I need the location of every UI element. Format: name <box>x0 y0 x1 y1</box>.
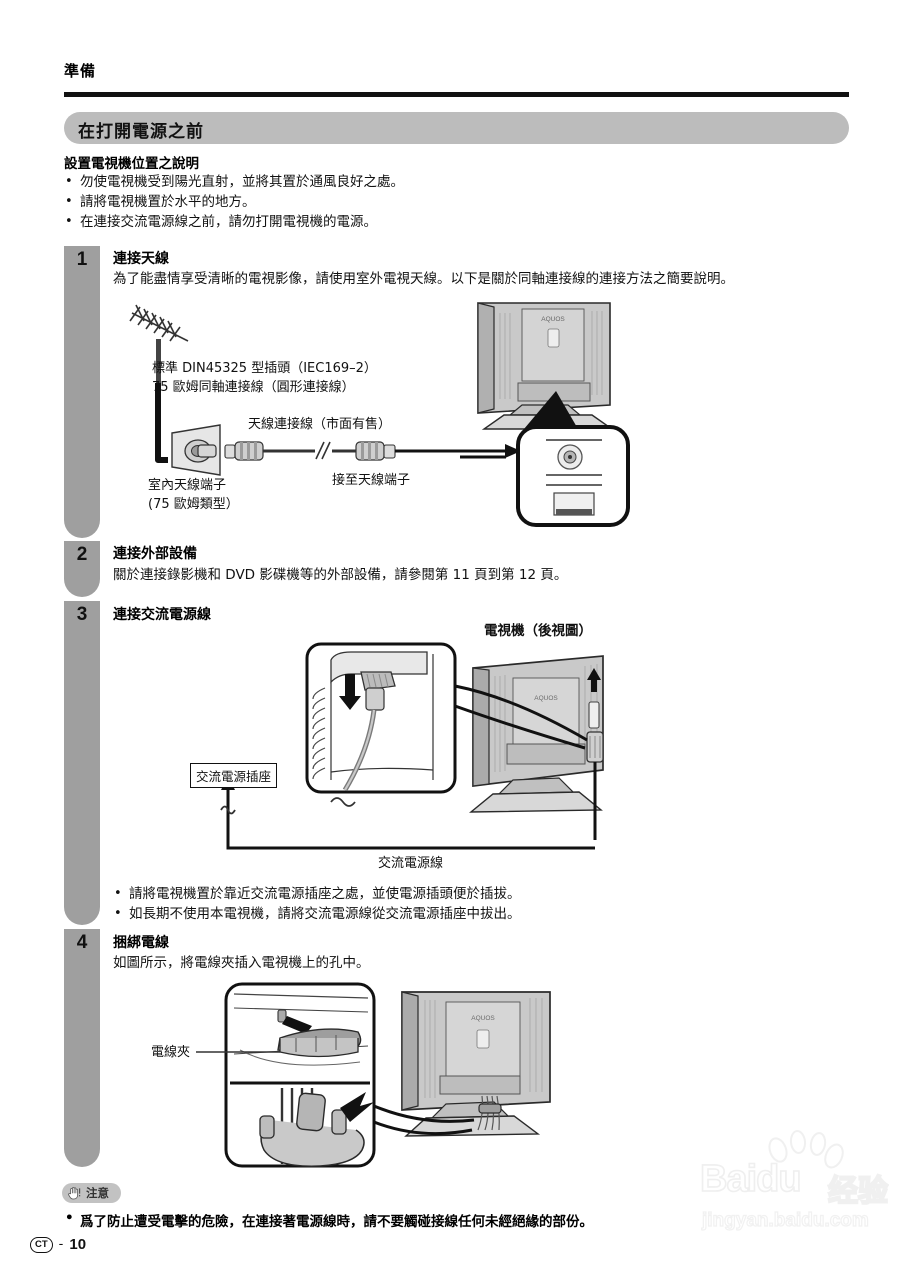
footer-dash: - <box>58 1237 64 1252</box>
baidu-watermark: Baidu 经验 jingyan.baidu.com <box>699 1130 905 1263</box>
intro-heading: 設置電視機位置之說明 <box>64 156 199 172</box>
wall-terminal-label-line2: (75 歐姆類型） <box>148 497 239 512</box>
ac-plug <box>342 671 396 792</box>
wrap-arrow <box>340 1092 374 1122</box>
connect-to-antenna-terminal-label: 接至天線端子 <box>332 473 411 488</box>
arrow-head <box>505 444 521 458</box>
step-number-3: 3 <box>76 604 88 625</box>
step-body-1: 為了能盡情享受清晰的電視影像，請使用室外電視天線。以下是關於同軸連接線的連接方法… <box>113 271 734 287</box>
step-number-1: 1 <box>76 249 88 270</box>
ac-power-cord-label: 交流電源線 <box>378 856 444 871</box>
caution-text: 爲了防止遭受電擊的危險，在連接著電源線時，請不要觸碰接線任何未經絕緣的部份。 <box>64 1210 824 1230</box>
watermark-brand: Baidu <box>699 1157 802 1201</box>
insert-arrow-diagonal <box>282 1016 312 1034</box>
wall-antenna-terminal <box>171 424 221 476</box>
cable-break-symbol <box>315 441 331 460</box>
step-title-4: 捆綁電線 <box>113 935 169 951</box>
page-footer: CT - 10 <box>30 1236 86 1253</box>
step-rail-2: 2 <box>64 541 100 597</box>
step-title-1: 連接天線 <box>113 251 169 267</box>
clamp-tab <box>277 1009 287 1023</box>
step-rail-4: 4 <box>64 929 100 1167</box>
caution-badge: 注意 <box>62 1183 121 1203</box>
step-body-4: 如圖所示，將電線夾插入電視機上的孔中。 <box>113 955 370 971</box>
tv-brand-label: AQUOS <box>534 695 558 702</box>
callout-leader-step4 <box>373 1104 475 1123</box>
wall-terminal-label-line1: 室內天線端子 <box>148 478 227 493</box>
step-rail-1: 1 <box>64 246 100 538</box>
cable-clamp-body <box>277 1028 362 1058</box>
intro-bullet: 請將電視機置於水平的地方。 <box>64 192 824 212</box>
ac-power-connection-diagram: AQUOS <box>220 642 604 850</box>
insert-arrow-up <box>339 674 361 710</box>
hand-warning-icon <box>68 1187 81 1200</box>
step-title-2: 連接外部設備 <box>113 546 197 562</box>
plug-spec-label-line2: 75 歐姆同軸連接線（圓形連接線） <box>152 380 355 395</box>
section-title-label: 在打開電源之前 <box>78 122 204 142</box>
ac-wave-symbol <box>220 805 236 815</box>
callout-leader-upper <box>454 684 588 742</box>
intro-bullet: 在連接交流電源線之前，請勿打開電視機的電源。 <box>64 212 824 232</box>
cord-break-symbol <box>330 797 356 807</box>
insert-arrow-up-tv <box>587 668 601 692</box>
cable-clamp-label: 電線夾 <box>151 1045 191 1060</box>
coax-plug-left <box>224 441 264 461</box>
ac-cord-route <box>226 834 595 850</box>
intro-bullet-list: 勿使電視機受到陽光直射，並將其置於通風良好之處。 請將電視機置於水平的地方。 在… <box>64 172 824 232</box>
installed-clamp <box>478 1103 502 1114</box>
step-number-4: 4 <box>76 932 88 953</box>
step3-bullets: 請將電視機置於靠近交流電源插座之處，並使電源插頭便於插拔。 如長期不使用本電視機… <box>113 884 813 924</box>
wall-outlet-illustration <box>312 651 434 780</box>
tv-ac-inlet <box>586 668 604 840</box>
intro-bullet: 勿使電視機受到陽光直射，並將其置於通風良好之處。 <box>64 172 824 192</box>
coax-plug-right <box>355 441 396 461</box>
terminal-zoom-box <box>516 425 630 527</box>
cable-clamp-diagram: AQUOS <box>196 982 551 1168</box>
tv-antenna-icon <box>129 304 189 342</box>
ac-outlet-label: 交流電源插座 <box>190 763 278 788</box>
step-title-3: 連接交流電源線 <box>113 607 211 623</box>
plug-spec-label-line1: 標準 DIN45325 型插頭（IEC169–2） <box>152 361 377 376</box>
tv-brand-label: AQUOS <box>471 1015 495 1022</box>
step3-bullet: 請將電視機置於靠近交流電源插座之處，並使電源插頭便於插拔。 <box>113 884 813 904</box>
tv-rear-illustration-step1: AQUOS <box>460 302 630 527</box>
caution-badge-label: 注意 <box>86 1186 109 1200</box>
callout-leader-step4b <box>373 1120 473 1136</box>
page-number: 10 <box>69 1236 87 1253</box>
clamp-insert-detail <box>233 993 369 1066</box>
step3-bullet: 如長期不使用本電視機，請將交流電源線從交流電源插座中拔出。 <box>113 904 813 924</box>
watermark-brand-cn: 经验 <box>827 1173 889 1210</box>
antenna-cable-label: 天線連接線（市面有售） <box>248 417 392 432</box>
baidu-paw-icon <box>768 1130 844 1169</box>
region-code-badge: CT <box>30 1236 53 1253</box>
tv-brand-label: AQUOS <box>541 316 565 323</box>
header-rule <box>64 92 849 97</box>
step-number-2: 2 <box>76 544 88 565</box>
step-body-2: 關於連接錄影機和 DVD 影碟機等的外部設備，請參閱第 11 頁到第 12 頁。 <box>113 567 568 583</box>
running-head: 準備 <box>64 62 97 80</box>
ac-outlet-zoom-box <box>305 642 457 794</box>
tv-rear-view-label: 電視機（後視圖） <box>484 623 592 639</box>
callout-leader-lower <box>454 704 586 750</box>
tv-set-rear-step4: AQUOS <box>401 991 551 1137</box>
coax-downlead <box>155 383 168 463</box>
clamp-wrapping-detail <box>259 1088 374 1167</box>
step-rail-3: 3 <box>64 601 100 925</box>
antenna-connection-diagram <box>129 304 521 476</box>
antenna-mast <box>156 339 161 384</box>
section-title-banner <box>64 112 849 144</box>
callout-cone <box>524 391 578 429</box>
